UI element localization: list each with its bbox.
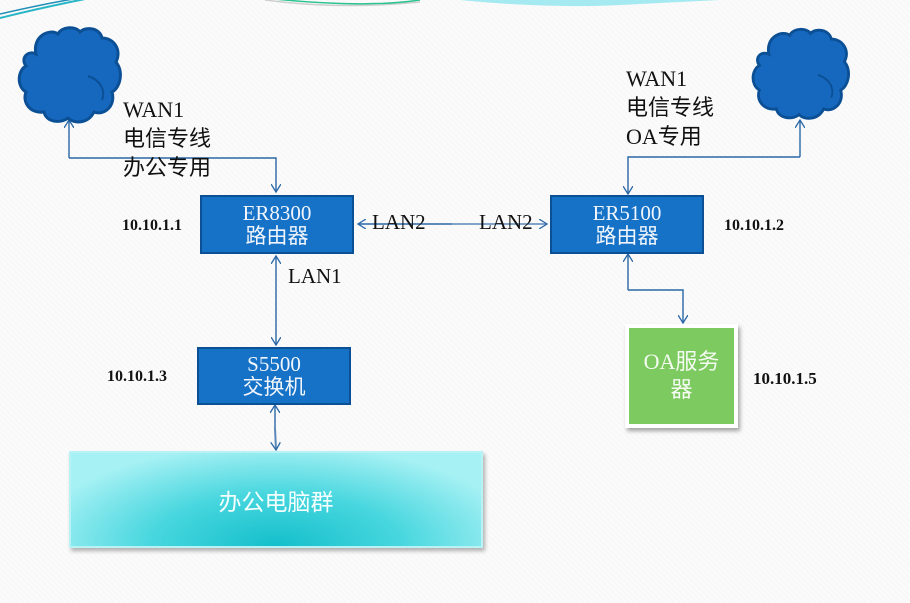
s5500-type: 交换机 <box>242 375 306 399</box>
oa-server-ip: 10.10.1.5 <box>753 369 817 388</box>
internet-cloud-left-icon <box>17 26 122 124</box>
wan-port-right: WAN1 <box>626 66 688 91</box>
er5100-type: 路由器 <box>595 223 659 248</box>
port-label-er5100-lan2: LAN2 <box>479 210 533 234</box>
er8300-router[interactable]: ER8300 路由器 <box>200 195 354 254</box>
wan-label-right: WAN1 电信专线 OA专用 <box>626 64 714 151</box>
wan-port-left: WAN1 <box>123 97 185 122</box>
pc-group-label: 办公电脑群 <box>218 489 334 515</box>
er8300-type: 路由器 <box>245 223 309 248</box>
oa-server-label-line1: OA服务 <box>643 349 720 374</box>
er5100-ip: 10.10.1.2 <box>724 217 784 234</box>
internet-cloud-right-icon <box>751 27 850 120</box>
oa-server-label-line2: 器 <box>670 377 693 402</box>
wan-usage-right: OA专用 <box>626 124 702 149</box>
port-label-er8300-lan1: LAN1 <box>288 264 342 288</box>
wan-usage-left: 办公专用 <box>123 155 212 180</box>
port-label-er8300-lan2: LAN2 <box>372 210 426 234</box>
oa-server[interactable]: OA服务 器 <box>625 324 738 428</box>
er5100-router[interactable]: ER5100 路由器 <box>550 195 704 254</box>
s5500-model: S5500 <box>247 352 301 376</box>
office-pc-group[interactable]: 办公电脑群 <box>69 451 483 548</box>
wan-line-left: 电信专线 <box>123 126 212 151</box>
er8300-model: ER8300 <box>242 200 312 225</box>
er5100-model: ER5100 <box>592 200 662 225</box>
wan-line-right: 电信专线 <box>626 95 715 120</box>
s5500-switch[interactable]: S5500 交换机 <box>197 347 351 405</box>
s5500-ip: 10.10.1.3 <box>107 368 167 385</box>
er8300-ip: 10.10.1.1 <box>122 217 182 234</box>
wan-label-left: WAN1 电信专线 办公专用 <box>123 95 211 182</box>
decorative-swoosh <box>0 0 760 19</box>
